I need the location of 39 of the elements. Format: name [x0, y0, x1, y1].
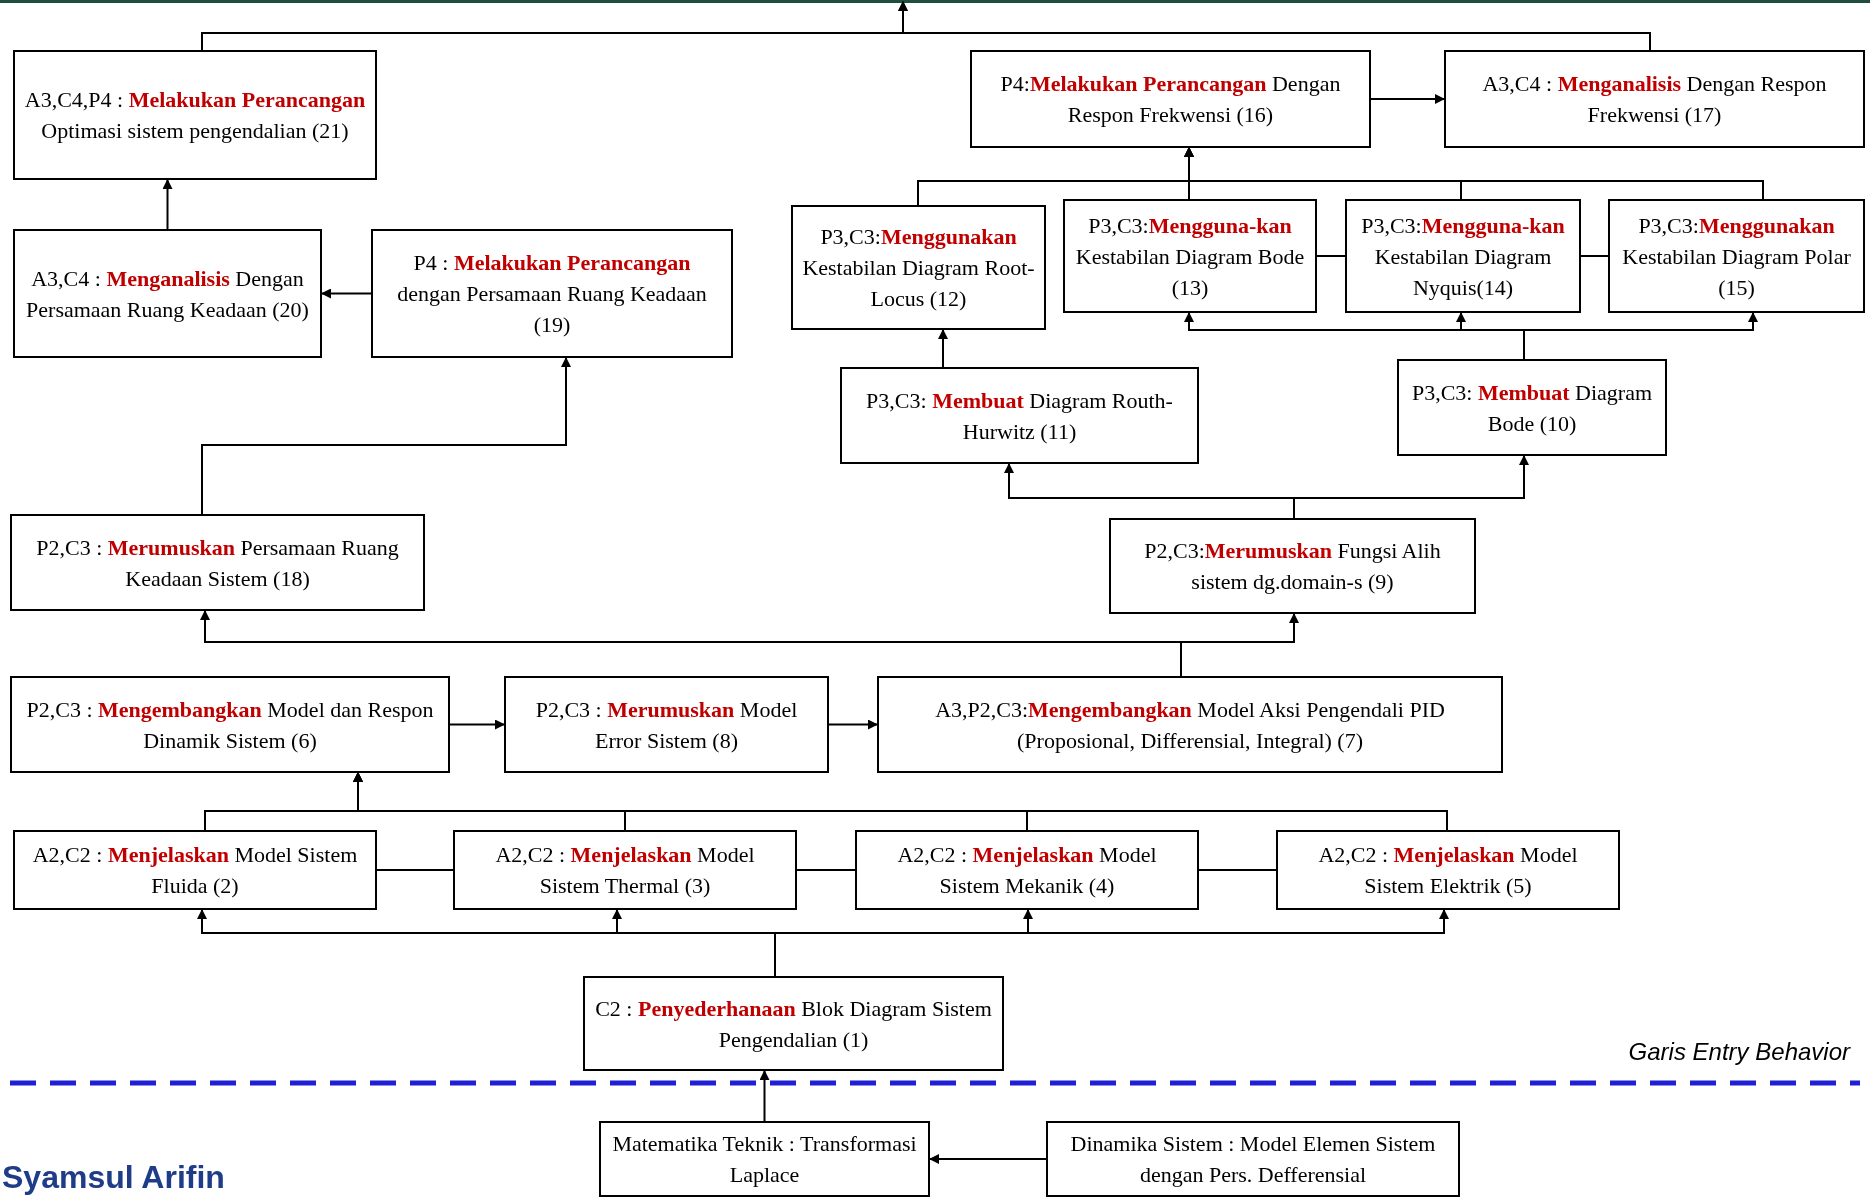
arrow [1370, 94, 1445, 104]
process-box: P2,C3 : Merumuskan Persamaan Ruang Keadaan Sistem (18) [10, 514, 425, 611]
process-box: A2,C2 : Menjelaskan Model Sistem Elektrik (5) [1276, 830, 1620, 910]
arrow [938, 329, 948, 368]
process-box: A2,C2 : Menjelaskan Model Sistem Fluida (2) [13, 830, 377, 910]
process-box: P2,C3 : Merumuskan Model Error Sistem (8) [504, 676, 829, 773]
arrow [449, 719, 505, 730]
arrow [759, 1070, 770, 1122]
author-name: Syamsul Arifin [2, 1158, 225, 1196]
process-box: C2 : Penyederhanaan Blok Diagram Sistem Pengendalian (1) [583, 976, 1004, 1071]
arrow [353, 772, 1448, 831]
arrow [1293, 455, 1529, 519]
arrow [929, 1154, 1047, 1164]
arrow [898, 1, 1651, 51]
process-box: P4 : Melakukan Perancangan dengan Persamaan Ruang Keadaan (19) [371, 229, 733, 358]
process-box: A3,C4,P4 : Melakukan Perancangan Optimasi sistem pengendalian (21) [13, 50, 377, 180]
process-box: A2,C2 : Menjelaskan Model Sistem Mekanik (4) [855, 830, 1199, 910]
process-box: P3,C3:Mengguna-kan Kestabilan Diagram Bode (13) [1063, 199, 1317, 313]
process-box: P3,C3:Mengguna-kan Kestabilan Diagram Nyquis(14) [1345, 199, 1581, 313]
arrow [321, 288, 372, 299]
process-box: P2,C3:Merumuskan Fungsi Alih sistem dg.domain-s (9) [1109, 518, 1476, 614]
process-box: A3,P2,C3:Mengembangkan Model Aksi Pengendali PID (Proposional, Differensial, Integral) (7) [877, 676, 1503, 773]
arrow [828, 719, 878, 730]
process-box: A3,C4 : Menganalisis Dengan Respon Frekwensi (17) [1444, 50, 1865, 148]
process-box: P4:Melakukan Perancangan Dengan Respon Frekwensi (16) [970, 50, 1371, 148]
boundary-label: Garis Entry Behavior [1628, 1037, 1850, 1067]
process-box: Matematika Teknik : Transformasi Laplace [599, 1121, 930, 1197]
process-box: P3,C3: Membuat Diagram Bode (10) [1397, 359, 1667, 456]
arrow [201, 357, 571, 515]
arrow [1184, 147, 1764, 200]
process-box: A3,C4 : Menganalisis Dengan Persamaan Ruang Keadaan (20) [13, 229, 322, 358]
process-box: P3,C3:Menggunakan Kestabilan Diagram Polar (15) [1608, 199, 1865, 313]
arrow [162, 179, 173, 230]
arrow [1180, 613, 1299, 677]
process-box: A2,C2 : Menjelaskan Model Sistem Thermal (3) [453, 830, 797, 910]
process-box: Dinamika Sistem : Model Elemen Sistem dengan Pers. Defferensial [1046, 1121, 1460, 1197]
process-box: P3,C3: Membuat Diagram Routh-Hurwitz (11) [840, 367, 1199, 464]
process-box: P2,C3 : Mengembangkan Model dan Respon Dinamik Sistem (6) [10, 676, 450, 773]
process-box: P3,C3:Menggunakan Kestabilan Diagram Root-Locus (12) [791, 205, 1046, 330]
